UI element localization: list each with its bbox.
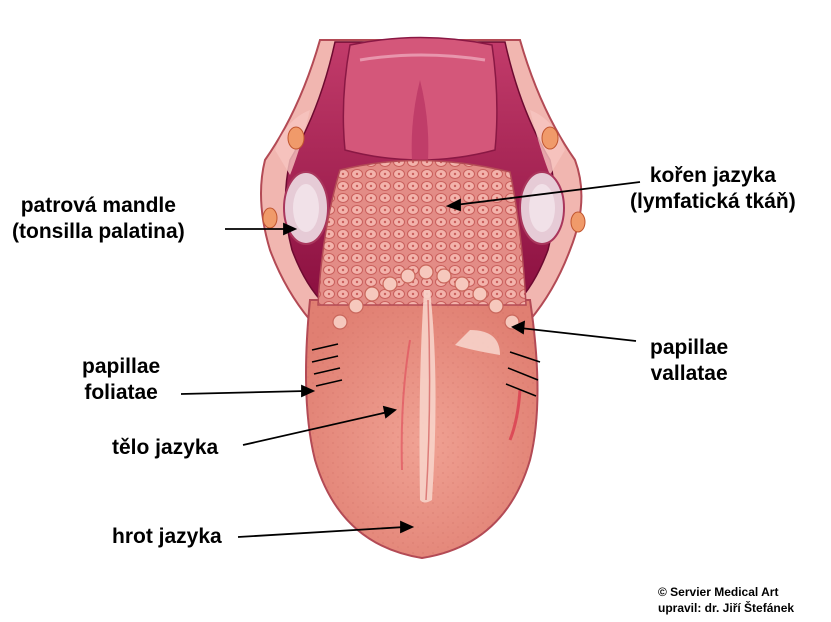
label-papillae-vallatae: papillae vallatae — [650, 335, 728, 387]
uvula-fold — [411, 80, 429, 163]
label-tongue-body-text: tělo jazyka — [112, 436, 219, 459]
label-tongue-tip-text: hrot jazyka — [112, 525, 222, 548]
label-palatine-tonsil: patrová mandle (tonsilla palatina) — [12, 193, 185, 245]
papillae-lines-right — [505, 351, 541, 397]
leader-lines — [180, 181, 641, 538]
image-credit: © Servier Medical Art upravil: dr. Jiří … — [658, 584, 794, 616]
label-papillae-vallatae-line2: vallatae — [650, 362, 728, 385]
label-tongue-tip: hrot jazyka — [112, 524, 222, 550]
label-palatine-tonsil-line1: patrová mandle — [20, 194, 176, 217]
label-tongue-root-line2: (lymfatická tkáň) — [630, 190, 796, 213]
label-papillae-foliatae: papillae foliatae — [82, 354, 160, 406]
muscle-tissue-right — [541, 126, 586, 233]
label-papillae-foliatae-line1: papillae — [82, 355, 161, 378]
label-tongue-root-line1: kořen jazyka — [649, 164, 776, 187]
label-tongue-body: tělo jazyka — [112, 435, 218, 461]
muscle-tissue-left — [262, 126, 305, 229]
label-papillae-vallatae-line1: papillae — [650, 336, 729, 359]
label-tongue-root: kořen jazyka (lymfatická tkáň) — [630, 163, 796, 215]
label-palatine-tonsil-line2: (tonsilla palatina) — [12, 220, 185, 243]
tongue-root-lymphatic — [317, 159, 527, 306]
credit-line2: upravil: dr. Jiří Štefánek — [658, 601, 795, 615]
credit-line1: © Servier Medical Art — [658, 585, 779, 599]
median-sulcus — [419, 290, 436, 503]
label-papillae-foliatae-line2: foliatae — [84, 381, 158, 404]
foliate-papillae-left — [311, 343, 343, 387]
